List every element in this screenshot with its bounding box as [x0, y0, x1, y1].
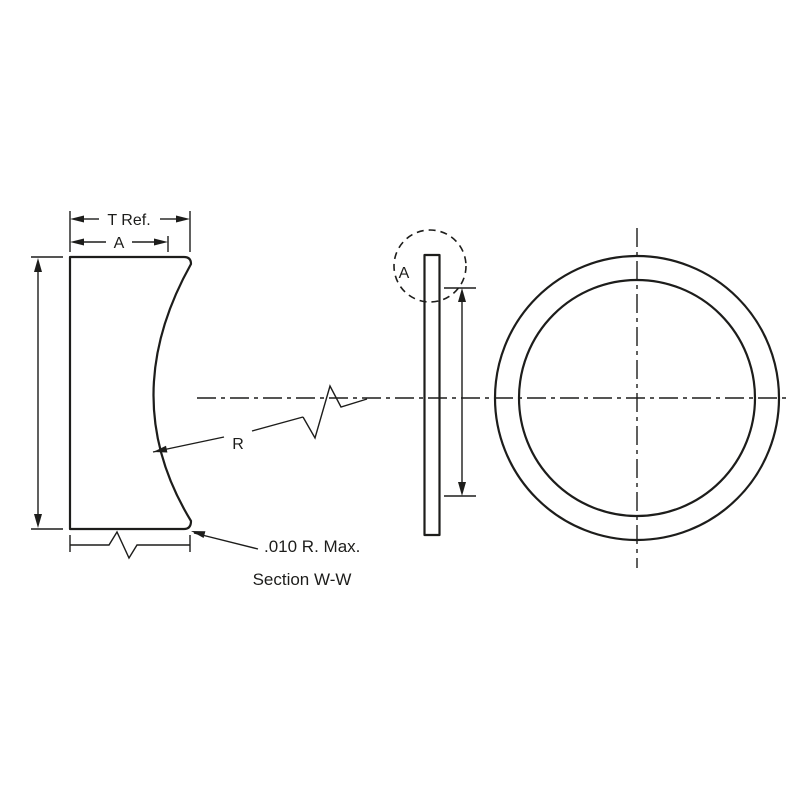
- arrowhead: [458, 482, 466, 496]
- edge-view: [393, 229, 467, 537]
- width-label: A: [114, 235, 125, 252]
- section-profile: [68, 255, 193, 531]
- broken-dimension-line: [70, 530, 190, 560]
- thickness-label: T Ref.: [107, 212, 150, 229]
- inner-diameter-circle: [517, 278, 757, 518]
- arrowhead: [154, 238, 168, 246]
- dimension-lines: [31, 211, 476, 560]
- section-caption: Section W-W: [253, 570, 352, 589]
- detail-callout-circle: [393, 229, 467, 303]
- arrowhead: [191, 531, 206, 538]
- labels: T Ref. A R .010 R. Max. Section W-W A: [107, 212, 409, 589]
- arrowhead: [70, 215, 84, 223]
- section-view-outline: [68, 255, 193, 531]
- arrowhead: [70, 238, 84, 246]
- face-view: [493, 254, 781, 542]
- radius-label: R: [232, 436, 244, 453]
- centerlines: [197, 228, 788, 568]
- arrowhead: [34, 514, 42, 528]
- arrowhead: [34, 258, 42, 272]
- arrowhead: [458, 288, 466, 302]
- detail-marker-label: A: [399, 265, 410, 282]
- arrowhead: [176, 215, 190, 223]
- corner-radius-leader: [193, 532, 259, 550]
- edge-view-rect: [423, 253, 441, 537]
- outer-diameter-circle: [493, 254, 781, 542]
- radius-leader: [251, 416, 304, 432]
- arrowhead: [153, 445, 168, 453]
- corner-radius-note: .010 R. Max.: [264, 537, 360, 556]
- radius-leader-break: [302, 384, 368, 440]
